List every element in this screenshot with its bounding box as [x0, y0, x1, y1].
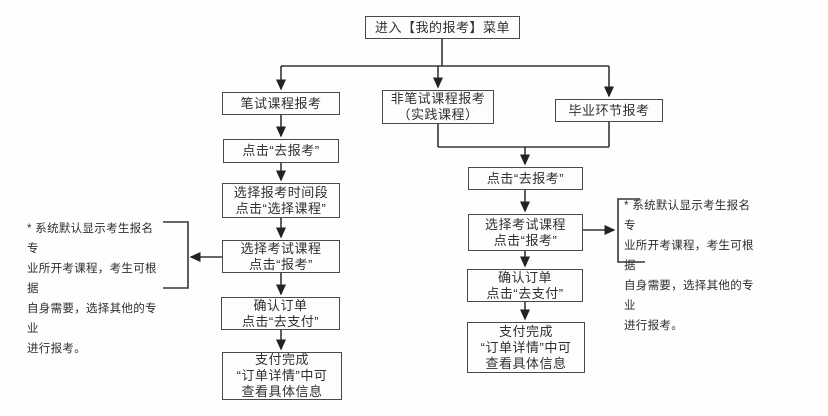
- branch-graduation-box: 毕业环节报考: [555, 99, 663, 122]
- branch-nonwritten-box: 非笔试课程报考 （实践课程）: [382, 90, 494, 124]
- merged-step-select-course-box: 选择考试课程 点击“报考”: [468, 214, 583, 251]
- merged-step-payment-done-box: 支付完成 “订单详情”中可 查看具体信息: [467, 322, 585, 373]
- written-step-select-course-box: 选择考试课程 点击“报考”: [222, 240, 340, 273]
- merged-step-confirm-order-box: 确认订单 点击“去支付”: [467, 269, 583, 302]
- right-note-bracket: [617, 198, 645, 263]
- right-note: * 系统默认显示考生报名专 业所开考课程，考生可根据 自身需要，选择其他的专业 …: [624, 200, 754, 332]
- start-box: 进入【我的报考】菜单: [365, 16, 520, 39]
- written-step-click-register-box: 点击“去报考”: [223, 139, 339, 163]
- left-note-bracket: [163, 221, 189, 289]
- written-step-select-period-box: 选择报考时间段 点击“选择课程”: [222, 183, 340, 218]
- branch-written-box: 笔试课程报考: [222, 92, 340, 115]
- written-step-payment-done-box: 支付完成 “订单详情”中可 查看具体信息: [222, 352, 342, 400]
- merged-step-click-register-box: 点击“去报考”: [468, 167, 583, 190]
- written-step-confirm-order-box: 确认订单 点击“去支付”: [221, 297, 340, 330]
- left-note: * 系统默认显示考生报名专 业所开考课程，考生可根据 自身需要，选择其他的专业 …: [27, 223, 157, 355]
